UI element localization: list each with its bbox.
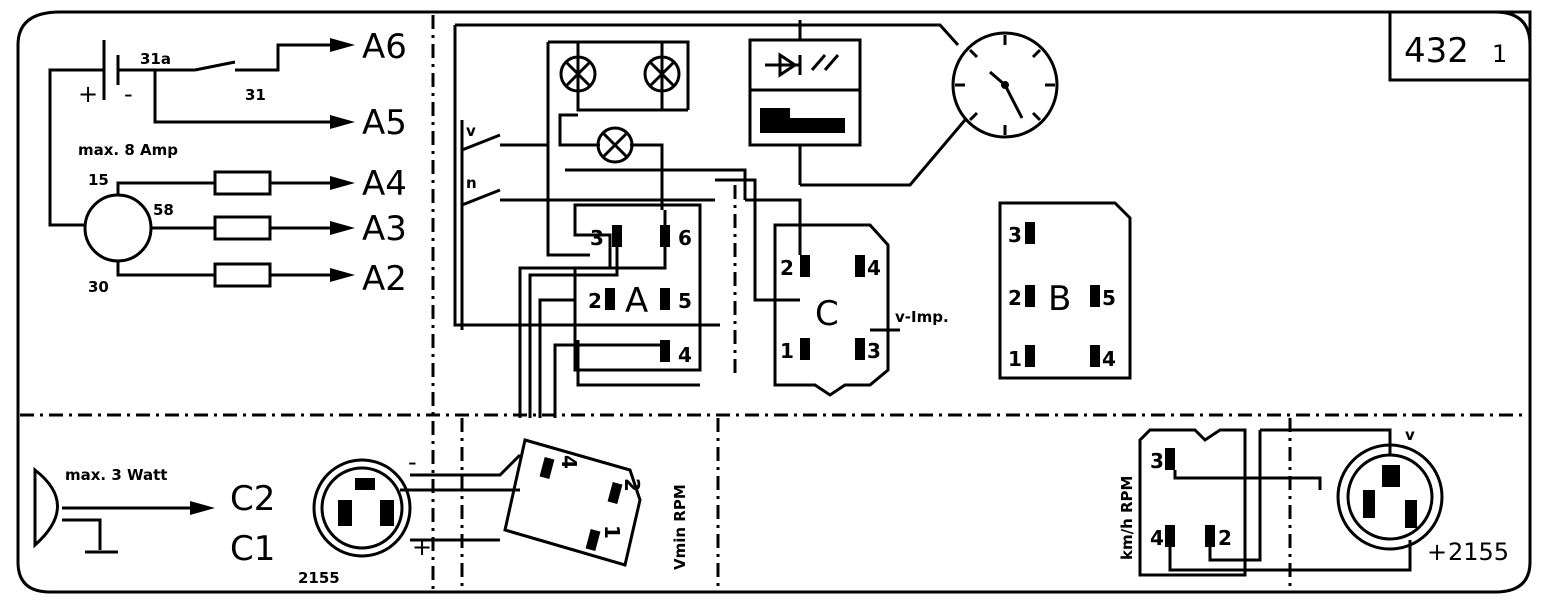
plug-left-icon [312,453,522,558]
ref-suffix: 1 [1492,40,1507,68]
ref-box [1388,10,1532,82]
outer-frame [16,10,1532,594]
relay-a-pin-6: 6 [678,226,692,250]
plug-right-icon [1336,443,1444,551]
fuse-note: max. 8 Amp [78,141,178,159]
relay-b-pin-5: 5 [1102,286,1116,310]
kmh-pin-2: 2 [1218,526,1232,550]
horn-note: max. 3 Watt [65,466,167,484]
switch-mark-n: n [466,174,477,192]
plug-right-v: v [1405,426,1415,444]
switch-label-31: 31 [245,86,266,104]
kmh-label: km/h RPM [1118,476,1136,560]
switch-label-31a: 31a [140,50,171,68]
terminal-30: 30 [88,278,109,296]
battery-minus: - [124,80,133,108]
relay-a-pin-4: 4 [678,343,692,367]
display-module [748,38,862,185]
lamp-3-icon [596,126,634,164]
horn-icon [33,466,215,554]
kmh-pin-3: 3 [1150,449,1164,473]
plug-left-plus: + [412,533,432,561]
output-a4: A4 [362,164,407,204]
relay-b-pin-3: 3 [1008,223,1022,247]
plug-left-number: 2155 [298,569,340,587]
terminal-58: 58 [153,201,174,219]
output-a3: A3 [362,209,407,249]
selector-switch [460,120,501,330]
kmh-pin-4: 4 [1150,526,1164,550]
plug-right-number: 2155 [1448,538,1509,566]
relay-c-pin-1: 1 [780,339,794,363]
output-a2: A2 [362,259,407,299]
battery-symbol [48,38,355,227]
relay-c-pin-4: 4 [867,256,881,280]
ref-number: 432 [1404,31,1469,71]
relay-a [518,203,702,418]
relay-c-pin-2: 2 [780,256,794,280]
relay-b [998,201,1132,380]
output-a5: A5 [362,103,407,143]
rpm-label: Vmin RPM [671,484,689,570]
rpm-module [503,438,642,567]
relay-c-pin-3: 3 [867,339,881,363]
relay-c [773,223,900,397]
lamp-panel [453,20,967,327]
relay-c-imp-label: v-Imp. [895,308,949,326]
kmh-module [1138,428,1412,577]
relay-b-pin-4: 4 [1102,347,1116,371]
relay-c-name: C [815,294,839,334]
battery-plus: + [78,80,98,108]
relay-a-pin-2: 2 [588,289,602,313]
relay-a-pin-3: 3 [590,226,604,250]
terminal-15: 15 [88,171,109,189]
plug-right-plus: + [1427,538,1447,566]
output-c2: C2 [230,479,275,519]
relay-b-pin-2: 2 [1008,286,1022,310]
output-a6: A6 [362,27,407,67]
rpm-pin-4: 4 [557,455,581,469]
relay-b-pin-1: 1 [1008,347,1022,371]
relay-a-name: A [625,281,648,321]
rpm-pin-1: 1 [600,525,624,539]
relay-b-name: B [1048,279,1071,319]
rpm-pin-2: 2 [620,478,644,492]
ignition-switch [83,170,355,288]
output-c1: C1 [230,529,275,569]
plug-left-minus: - [408,448,417,476]
lamp-1-icon [559,55,597,93]
clock-icon [951,31,1059,139]
lamp-2-icon [643,55,681,93]
relay-a-pin-5: 5 [678,289,692,313]
switch-mark-v: v [466,122,476,140]
